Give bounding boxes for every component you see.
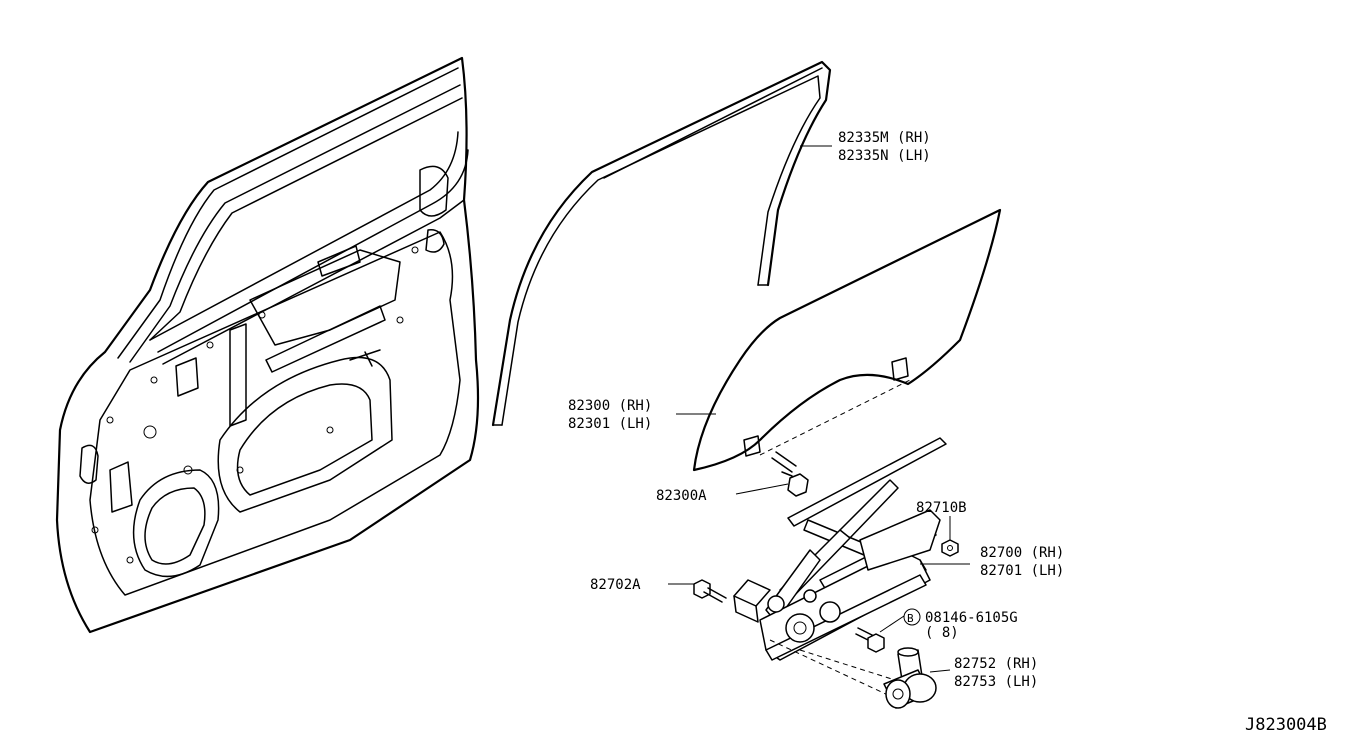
svg-text:08146-6105G: 08146-6105G — [925, 610, 1018, 626]
svg-text:82700 (RH): 82700 (RH) — [980, 545, 1064, 561]
bolt-b-symbol-icon — [903, 608, 921, 626]
regulator-bolt-drawing — [693, 579, 727, 603]
label-regulator-nut: 82710B — [916, 500, 967, 516]
regulator-motor-drawing — [883, 647, 937, 709]
svg-text:82301 (LH): 82301 (LH) — [568, 416, 652, 432]
leader-lines — [668, 145, 970, 673]
label-motor-bolt: B 08146-6105G ( 8) — [903, 608, 1018, 641]
svg-text:82710B: 82710B — [916, 500, 967, 516]
svg-text:82702A: 82702A — [590, 577, 641, 593]
svg-text:82753 (LH): 82753 (LH) — [954, 674, 1038, 690]
label-glass-bolt: 82300A — [656, 488, 707, 504]
svg-text:82701 (LH): 82701 (LH) — [980, 563, 1064, 579]
label-regulator-bolt: 82702A — [590, 577, 641, 593]
svg-text:82300A: 82300A — [656, 488, 707, 504]
svg-text:82335N (LH): 82335N (LH) — [838, 148, 931, 164]
svg-text:82335M (RH): 82335M (RH) — [838, 130, 931, 146]
label-door-glass: 82300 (RH) 82301 (LH) — [568, 398, 652, 432]
sash-weatherstrip-drawing — [491, 60, 832, 427]
svg-text:( 8): ( 8) — [925, 625, 959, 641]
bolt-b-symbol-letter: B — [907, 612, 914, 625]
svg-text:82300 (RH): 82300 (RH) — [568, 398, 652, 414]
label-window-regulator: 82700 (RH) 82701 (LH) — [980, 545, 1064, 579]
label-sash-weatherstrip: 82335M (RH) 82335N (LH) — [838, 130, 931, 164]
svg-text:82752 (RH): 82752 (RH) — [954, 656, 1038, 672]
door-glass-drawing — [692, 208, 1002, 472]
regulator-nut-drawing — [941, 539, 959, 557]
window-regulator-drawing — [733, 437, 947, 697]
motor-bolt-drawing — [855, 627, 885, 653]
rear-door-panel-drawing — [55, 56, 480, 634]
diagram-reference-code: J823004B — [1245, 715, 1327, 735]
label-regulator-motor: 82752 (RH) 82753 (LH) — [954, 656, 1038, 690]
glass-bolt-drawing — [771, 451, 809, 497]
